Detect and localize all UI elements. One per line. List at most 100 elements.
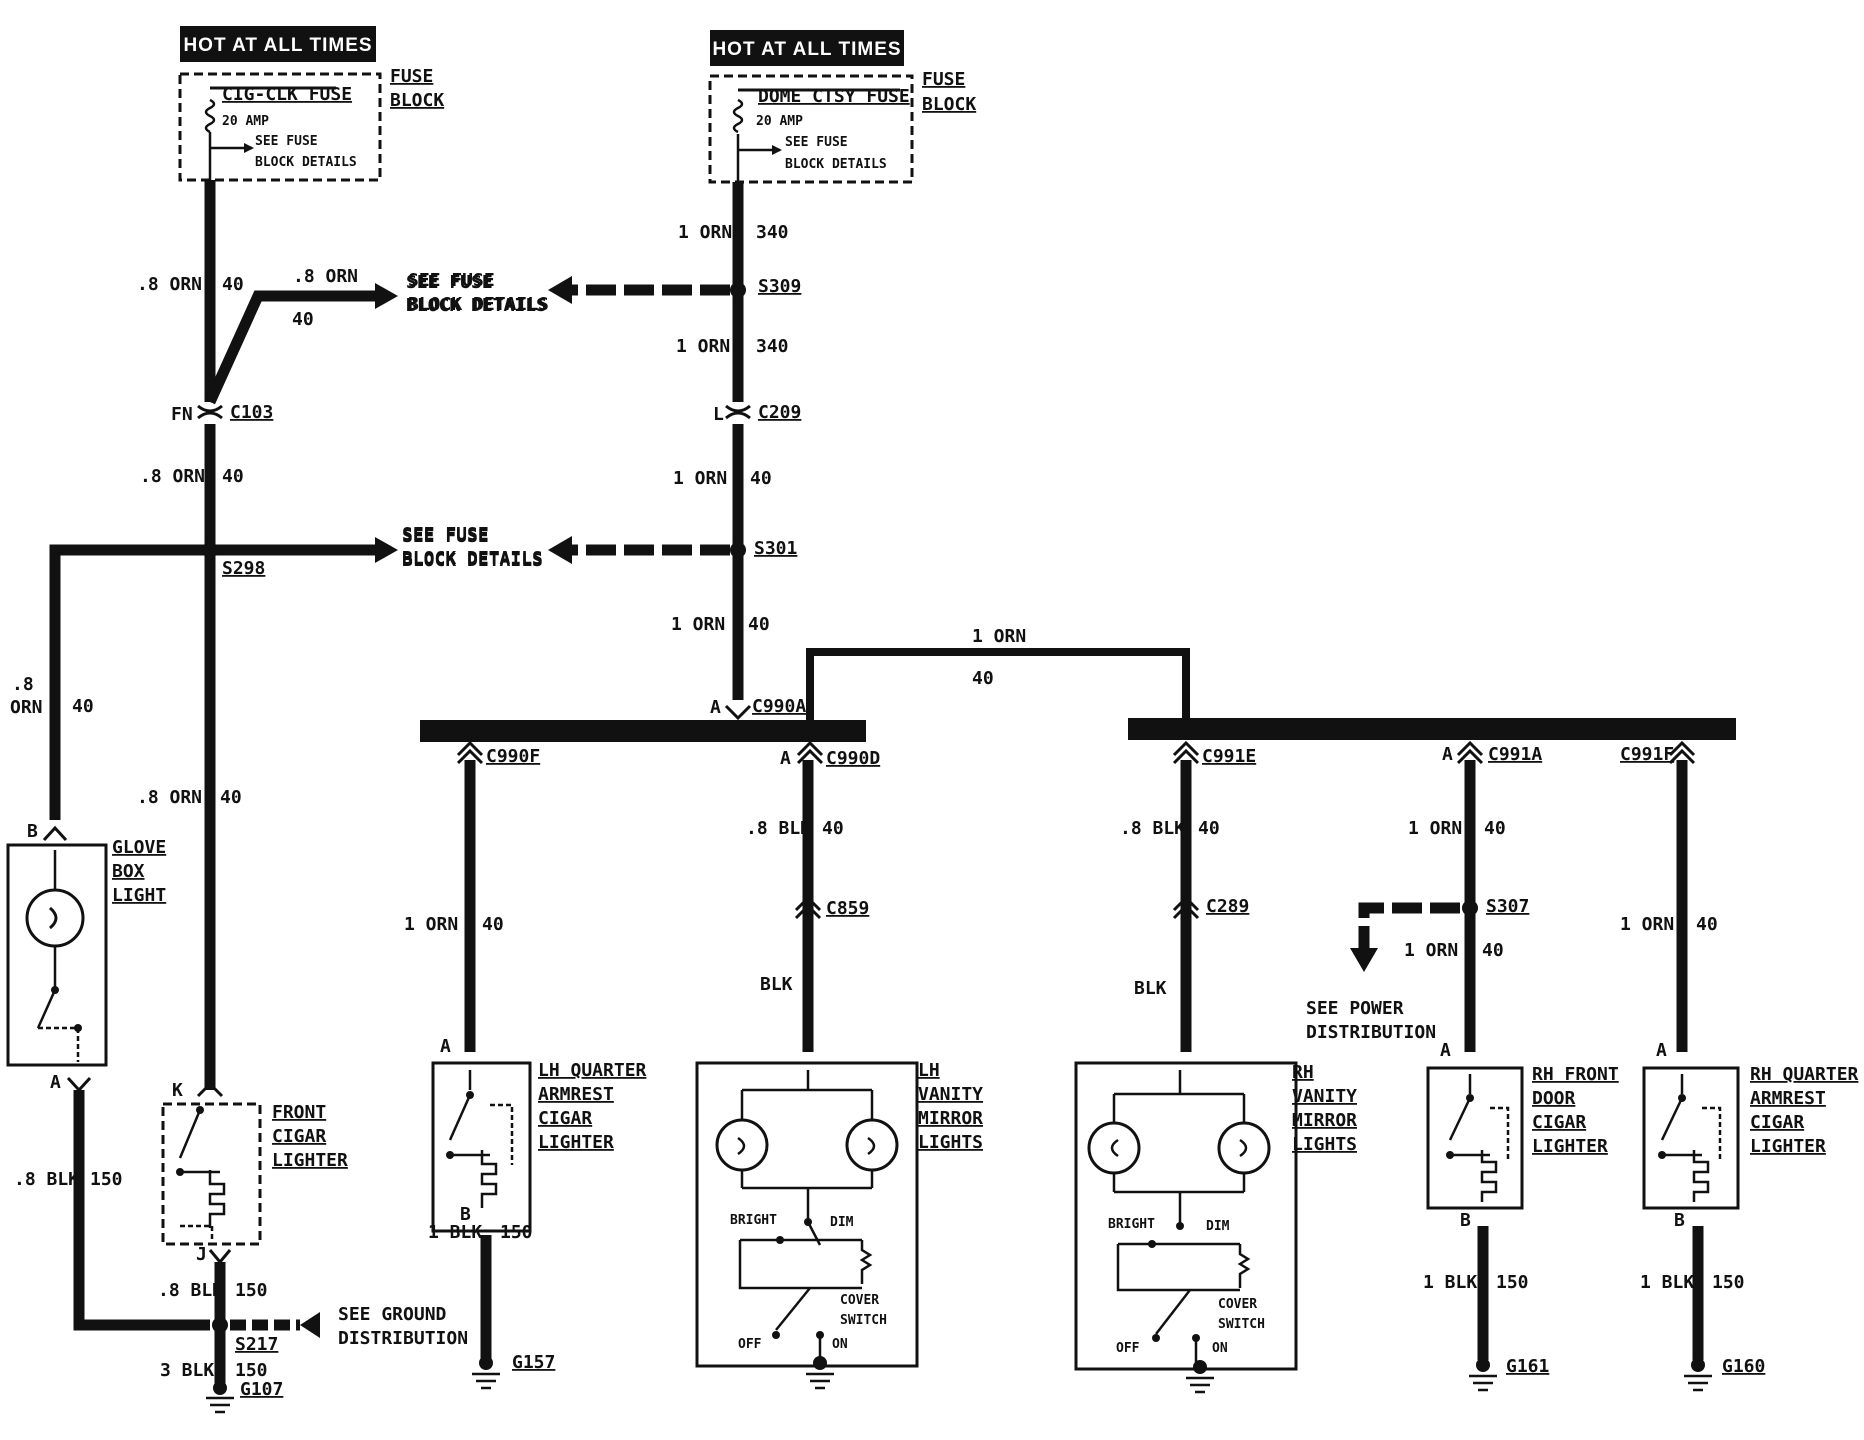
svg-text:BLOCK DETAILS: BLOCK DETAILS xyxy=(255,155,357,170)
svg-text:ON: ON xyxy=(832,1337,848,1352)
svg-text:GLOVE: GLOVE xyxy=(112,837,166,858)
arrow-icon xyxy=(375,283,398,309)
svg-text:1 BLK: 1 BLK xyxy=(1423,1272,1477,1293)
svg-text:DISTRIBUTION: DISTRIBUTION xyxy=(1306,1022,1436,1043)
svg-text:BLOCK DETAILS: BLOCK DETAILS xyxy=(408,294,549,315)
ground-icon xyxy=(806,1372,834,1390)
svg-text:40: 40 xyxy=(1482,940,1504,961)
fuse-name-right: DOME CTSY FUSE xyxy=(758,86,910,107)
svg-text:LIGHTS: LIGHTS xyxy=(918,1132,983,1153)
svg-text:40: 40 xyxy=(72,696,94,717)
svg-text:SEE FUSE: SEE FUSE xyxy=(402,526,489,547)
rh-vanity-mirror-lights xyxy=(1074,1061,1298,1374)
svg-text:DOOR: DOOR xyxy=(1532,1088,1576,1109)
svg-text:S217: S217 xyxy=(235,1334,278,1355)
svg-text:LIGHTS: LIGHTS xyxy=(1292,1134,1357,1155)
svg-text:SEE POWER: SEE POWER xyxy=(1306,998,1404,1019)
fuse-icon xyxy=(732,98,744,134)
svg-text:B: B xyxy=(1674,1210,1685,1231)
svg-text:G157: G157 xyxy=(512,1352,555,1373)
svg-text:ARMREST: ARMREST xyxy=(538,1084,614,1105)
svg-text:SWITCH: SWITCH xyxy=(1218,1317,1265,1332)
svg-text:.8 BLK: .8 BLK xyxy=(158,1280,223,1301)
svg-text:CIGAR: CIGAR xyxy=(1750,1112,1804,1133)
svg-text:C990D: C990D xyxy=(826,748,880,769)
rh-front-door-cigar-lighter xyxy=(1426,1066,1524,1210)
svg-text:SEE FUSE: SEE FUSE xyxy=(408,270,495,291)
bulb-icon xyxy=(715,1118,769,1172)
svg-text:OFF: OFF xyxy=(738,1337,762,1352)
svg-text:SWITCH: SWITCH xyxy=(840,1313,887,1328)
bridge-wire xyxy=(806,648,1190,728)
svg-text:S309: S309 xyxy=(758,276,801,297)
svg-text:L: L xyxy=(713,404,724,425)
svg-text:A: A xyxy=(50,1072,61,1093)
svg-text:40: 40 xyxy=(292,309,314,330)
svg-text:HOT AT ALL TIMES: HOT AT ALL TIMES xyxy=(183,35,372,56)
svg-text:DIM: DIM xyxy=(830,1215,854,1230)
svg-text:K: K xyxy=(172,1080,183,1101)
svg-text:C209: C209 xyxy=(758,402,801,423)
svg-text:LH: LH xyxy=(918,1060,940,1081)
svg-text:SEE FUSE: SEE FUSE xyxy=(785,135,848,150)
svg-text:SEE FUSE: SEE FUSE xyxy=(406,272,493,293)
connector-c103 xyxy=(197,404,223,420)
svg-text:.8 BLK: .8 BLK xyxy=(746,818,811,839)
svg-text:C990A: C990A xyxy=(752,696,806,717)
fuse-name-left: CIG-CLK FUSE xyxy=(222,84,352,105)
svg-text:40: 40 xyxy=(750,468,772,489)
svg-text:LIGHTER: LIGHTER xyxy=(272,1150,348,1171)
svg-text:BLOCK DETAILS: BLOCK DETAILS xyxy=(402,548,543,569)
svg-text:LH QUARTER: LH QUARTER xyxy=(538,1060,647,1081)
left-trunk-wire xyxy=(49,180,375,1090)
svg-text:A: A xyxy=(440,1036,451,1057)
glove-box-light xyxy=(6,843,108,1067)
svg-text:150: 150 xyxy=(1496,1272,1529,1293)
ground-icon xyxy=(206,1396,234,1414)
svg-text:BLK: BLK xyxy=(1134,978,1167,999)
front-cigar-lighter xyxy=(161,1102,262,1246)
fuse-block-right: DOME CTSY FUSE 20 AMP SEE FUSE BLOCK DET… xyxy=(708,74,914,184)
svg-text:BRIGHT: BRIGHT xyxy=(730,1213,777,1228)
lh-quarter-cigar-lighter xyxy=(431,1061,532,1233)
svg-text:G160: G160 xyxy=(1722,1356,1765,1377)
svg-text:.8 BLK: .8 BLK xyxy=(14,1169,79,1190)
svg-text:CIGAR: CIGAR xyxy=(1532,1112,1586,1133)
ground-icon xyxy=(1684,1374,1712,1392)
svg-text:ARMREST: ARMREST xyxy=(1750,1088,1826,1109)
svg-text:3 BLK: 3 BLK xyxy=(160,1360,214,1381)
svg-text:FN: FN xyxy=(171,404,193,425)
svg-text:BLOCK DETAILS: BLOCK DETAILS xyxy=(785,157,887,172)
svg-text:LIGHTER: LIGHTER xyxy=(538,1132,614,1153)
svg-text:C859: C859 xyxy=(826,898,869,919)
svg-text:S307: S307 xyxy=(1486,896,1529,917)
svg-text:BOX: BOX xyxy=(112,861,145,882)
svg-text:DISTRIBUTION: DISTRIBUTION xyxy=(338,1328,468,1349)
svg-text:DIM: DIM xyxy=(1206,1219,1230,1234)
svg-text:FUSE: FUSE xyxy=(922,69,965,90)
svg-text:1 ORN: 1 ORN xyxy=(1620,914,1674,935)
fuse-block-label: FUSE xyxy=(390,66,433,87)
svg-text:CIGAR: CIGAR xyxy=(538,1108,592,1129)
svg-text:150: 150 xyxy=(1712,1272,1745,1293)
svg-text:40: 40 xyxy=(748,614,770,635)
svg-text:C991E: C991E xyxy=(1202,746,1256,767)
bulb-icon xyxy=(1217,1121,1271,1175)
svg-text:150: 150 xyxy=(90,1169,123,1190)
svg-text:MIRROR: MIRROR xyxy=(1292,1110,1357,1131)
svg-text:J: J xyxy=(196,1244,207,1265)
hot-label-right: HOT AT ALL TIMES xyxy=(710,30,904,66)
svg-text:1 ORN: 1 ORN xyxy=(676,336,730,357)
svg-text:A: A xyxy=(1440,1040,1451,1061)
ground-icon xyxy=(1186,1376,1214,1394)
svg-text:ON: ON xyxy=(1212,1341,1228,1356)
svg-text:S298: S298 xyxy=(222,558,265,579)
svg-text:VANITY: VANITY xyxy=(918,1084,983,1105)
svg-text:1 ORN: 1 ORN xyxy=(671,614,725,635)
svg-text:1 ORN: 1 ORN xyxy=(1404,940,1458,961)
bus-bar-c991 xyxy=(1128,718,1736,740)
svg-text:20 AMP: 20 AMP xyxy=(756,114,803,129)
svg-text:150: 150 xyxy=(235,1360,268,1381)
svg-text:RH FRONT: RH FRONT xyxy=(1532,1064,1619,1085)
